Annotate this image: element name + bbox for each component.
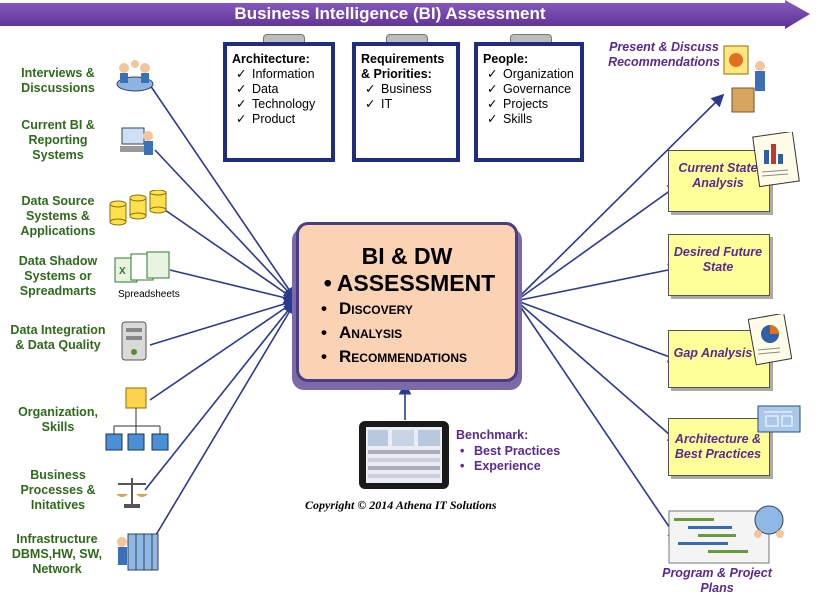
connector-data-source <box>164 209 297 301</box>
output-label-current-state: Current State Analysis <box>678 161 758 190</box>
workstation-icon <box>120 127 153 155</box>
clipboard-title: Requirements & Priorities: <box>361 52 445 81</box>
clipboard-title: Architecture: <box>232 52 310 66</box>
clipboard-item: Information <box>232 67 326 82</box>
output-label-gap: Gap Analysis <box>673 346 753 360</box>
database-cylinders-icon <box>109 190 167 226</box>
output-label-architecture: Architecture & Best Practices <box>674 432 762 461</box>
source-label-current-bi: Current BI & Reporting Systems <box>21 118 95 162</box>
benchmark-item: Experience <box>456 459 560 474</box>
source-label-data-shadow: Data Shadow Systems or Spreadmarts <box>18 254 98 298</box>
clipboard-item: Business <box>361 82 451 97</box>
scales-icon <box>116 478 148 508</box>
center-title-line1: BI & DW <box>361 243 453 269</box>
connector-current-state <box>519 183 681 299</box>
meeting-icon <box>116 60 154 92</box>
folder-current-state <box>668 150 770 212</box>
clipboard-item: Data <box>232 82 326 97</box>
clipboard-requirements: Requirements & Priorities: Business IT <box>352 42 460 162</box>
banner-arrow <box>0 0 810 29</box>
clipboard-people: People: Organization Governance Projects… <box>474 42 584 162</box>
connector-infrastructure <box>149 301 296 546</box>
svg-text:X: X <box>119 266 126 277</box>
server-icon <box>121 321 147 361</box>
report-pie-chart-icon <box>748 314 792 366</box>
benchmark-item: Best Practices <box>456 444 560 459</box>
output-label-project-plans: Program & Project Plans <box>662 566 772 595</box>
center-bullet-discovery: Discovery <box>299 297 515 321</box>
org-chart-icon <box>105 387 169 451</box>
connector-present <box>519 93 725 297</box>
connector-integration <box>149 297 298 346</box>
copyright-notice: Copyright © 2014 Athena IT Solutions <box>305 498 497 512</box>
center-title-line2: ASSESSMENT <box>299 270 515 297</box>
spreadsheet-icon: X <box>114 251 170 283</box>
project-plan-icon <box>668 510 770 564</box>
clipboard-architecture: Architecture: Information Data Technolog… <box>223 42 335 162</box>
people-globe-icon <box>754 505 784 538</box>
source-label-interviews: Interviews & Discussions <box>21 66 95 95</box>
connector-desired-state <box>519 263 682 301</box>
source-label-organization: Organization, Skills <box>18 405 98 434</box>
clipboard-item: Technology <box>232 97 326 112</box>
clipboard-item: Projects <box>483 97 575 112</box>
page-title: Business Intelligence (BI) Assessment <box>234 4 546 23</box>
datacenter-icon <box>117 533 159 571</box>
clipboard-item: Organization <box>483 67 575 82</box>
connector-gap <box>519 301 682 363</box>
benchmark-block: Benchmark: Best Practices Experience <box>456 426 560 474</box>
clipboard-item: IT <box>361 97 451 112</box>
connector-interviews <box>149 84 296 300</box>
tablet-icon <box>359 421 449 489</box>
center-bullet-analysis: Analysis <box>299 321 515 345</box>
spreadsheets-caption: Spreadsheets <box>118 289 180 300</box>
clipboard-item: Product <box>232 112 326 127</box>
folder-desired-state <box>668 234 770 296</box>
connector-project-plans <box>519 305 680 543</box>
source-label-integration: Data Integration & Data Quality <box>10 323 106 352</box>
report-bar-chart-icon <box>752 132 800 188</box>
connector-data-shadow <box>169 269 298 304</box>
folder-architecture <box>668 418 770 476</box>
connector-organization <box>149 300 297 401</box>
output-label-present: Present & Discuss Recommendations <box>608 40 720 69</box>
assessment-center-box: BI & DW ASSESSMENT Discovery Analysis Re… <box>296 222 518 382</box>
source-label-data-source: Data Source Systems & Applications <box>20 194 96 238</box>
output-label-desired-state: Desired Future State <box>673 245 763 274</box>
source-label-processes: Business Processes & Initatives <box>20 468 96 512</box>
clipboard-title: People: <box>483 52 529 66</box>
benchmark-title: Benchmark: <box>456 428 529 442</box>
clipboard-item: Governance <box>483 82 575 97</box>
connector-architecture <box>519 303 681 445</box>
center-bullet-recommendations: Recommendations <box>299 345 515 369</box>
connector-current-bi <box>154 149 297 301</box>
presenter-icon <box>723 45 765 113</box>
connector-processes <box>144 300 296 491</box>
source-label-infrastructure: Infrastructure DBMS,HW, SW, Network <box>11 532 103 576</box>
blueprint-icon <box>757 405 801 433</box>
clipboard-item: Skills <box>483 112 575 127</box>
